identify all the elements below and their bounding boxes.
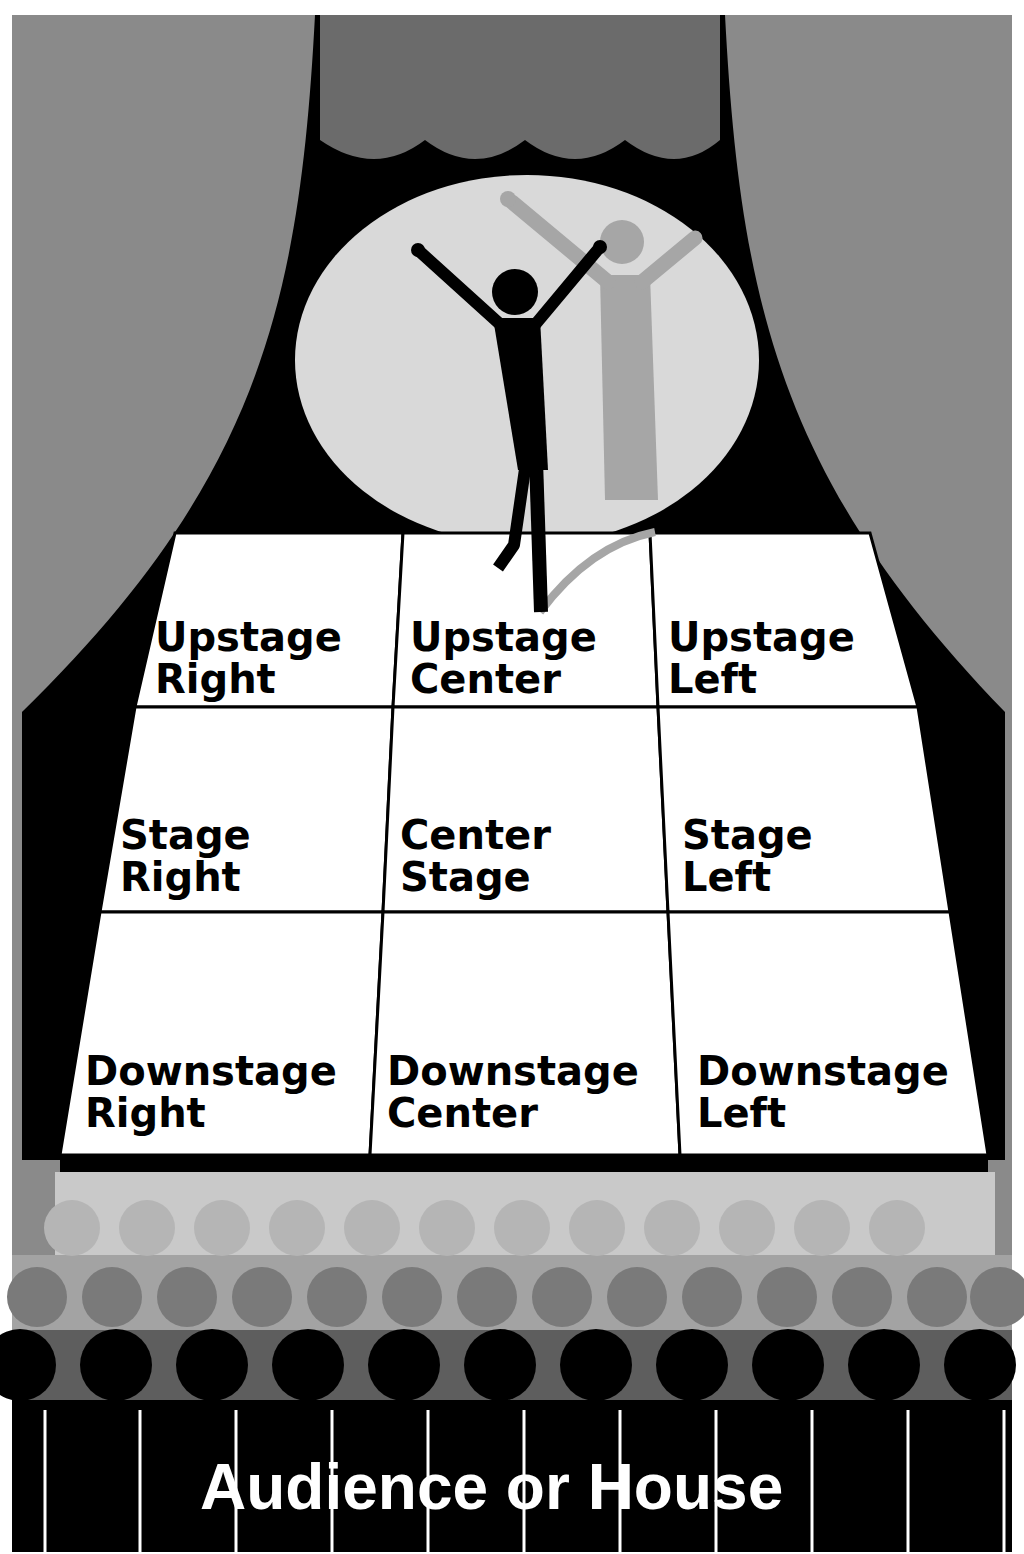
stage-area-shape	[135, 533, 403, 707]
stage-area-name: Upstage Left	[668, 616, 855, 700]
stage-area-name: Downstage Left	[697, 1050, 949, 1134]
performer-arm	[418, 250, 502, 326]
seat-divider	[811, 1410, 814, 1552]
audience-head	[607, 1267, 667, 1327]
stage-area-name: Downstage Right	[85, 1050, 337, 1134]
audience-head	[656, 1329, 728, 1401]
stage-area: Downstage Center	[370, 912, 680, 1155]
audience-head	[419, 1200, 475, 1256]
audience-head	[368, 1329, 440, 1401]
audience-front-row	[0, 1329, 1016, 1401]
stage-area: Upstage Center	[393, 533, 658, 707]
audience-head	[232, 1267, 292, 1327]
stage-area-name: Upstage Right	[155, 616, 342, 700]
stage-area: Upstage Left	[650, 533, 918, 707]
spotlight	[295, 175, 759, 545]
performer-shadow	[500, 191, 695, 612]
shadow-hand	[500, 191, 516, 207]
audience-head	[269, 1200, 325, 1256]
audience-head	[794, 1200, 850, 1256]
stage-area-shape	[393, 533, 658, 707]
audience-head	[869, 1200, 925, 1256]
valance	[320, 15, 720, 159]
audience-head	[970, 1267, 1024, 1327]
audience-label: Audience or House	[200, 1452, 783, 1522]
audience-head	[344, 1200, 400, 1256]
audience-head	[272, 1329, 344, 1401]
audience-head	[494, 1200, 550, 1256]
seat-divider	[907, 1410, 910, 1552]
audience-head	[832, 1267, 892, 1327]
audience-head	[569, 1200, 625, 1256]
performer-leg	[498, 462, 526, 568]
audience-head	[457, 1267, 517, 1327]
audience-head	[682, 1267, 742, 1327]
stage-area-name: Upstage Center	[410, 616, 597, 700]
audience-back-row	[44, 1200, 925, 1256]
audience-head	[307, 1267, 367, 1327]
seat-dividers	[45, 1410, 1004, 1552]
shadow-body	[600, 275, 658, 500]
stage-area-name: Center Stage	[400, 814, 551, 898]
seat-row-middle	[12, 1330, 1012, 1410]
audience-head	[944, 1329, 1016, 1401]
audience-head	[0, 1329, 56, 1401]
performer-leg	[536, 460, 541, 612]
performer-head	[492, 269, 538, 315]
audience-head	[719, 1200, 775, 1256]
stage-area-name: Stage Right	[120, 814, 251, 898]
audience-middle-row	[7, 1267, 1024, 1327]
shadow-head	[600, 220, 644, 264]
stage-area: Upstage Right	[135, 533, 403, 707]
stage-area-shape	[370, 912, 680, 1155]
audience-head	[194, 1200, 250, 1256]
audience-head	[907, 1267, 967, 1327]
shadow-leg	[540, 532, 655, 612]
seat-divider	[44, 1410, 47, 1552]
audience-head	[80, 1329, 152, 1401]
audience-head	[464, 1329, 536, 1401]
audience-head	[752, 1329, 824, 1401]
audience-head	[644, 1200, 700, 1256]
backstage-dark	[22, 15, 1005, 1160]
audience-head	[382, 1267, 442, 1327]
audience-head	[119, 1200, 175, 1256]
stage-area-shape	[100, 707, 393, 912]
stage-area: Downstage Right	[60, 912, 383, 1155]
performer-arm	[534, 247, 600, 326]
stage-area-shape	[650, 533, 918, 707]
stage-area-name: Downstage Center	[387, 1050, 639, 1134]
performer	[411, 240, 607, 612]
audience-head	[848, 1329, 920, 1401]
stage-area: Downstage Left	[668, 912, 988, 1155]
stage-area-shape	[60, 912, 383, 1155]
audience-head	[157, 1267, 217, 1327]
stage-area-name: Stage Left	[682, 814, 813, 898]
audience-head	[757, 1267, 817, 1327]
performer-hand	[593, 240, 607, 254]
stage-area: Stage Left	[658, 707, 950, 912]
seat-divider	[1003, 1410, 1006, 1552]
audience-head	[532, 1267, 592, 1327]
shadow-arm	[642, 238, 695, 282]
audience-head	[7, 1267, 67, 1327]
audience-head	[560, 1329, 632, 1401]
audience-head	[176, 1329, 248, 1401]
stage-area-shape	[668, 912, 988, 1155]
seat-divider	[139, 1410, 142, 1552]
seat-row-front	[12, 1400, 1012, 1552]
seat-row-back	[12, 1255, 1012, 1340]
audience-head	[82, 1267, 142, 1327]
stage-area: Stage Right	[100, 707, 393, 912]
stage-area-shape	[658, 707, 950, 912]
audience-head	[44, 1200, 100, 1256]
performer-body	[493, 318, 548, 470]
stage-area-shape	[383, 707, 668, 912]
shadow-arm	[512, 202, 608, 282]
stage-area: Center Stage	[383, 707, 668, 912]
performer-hand	[411, 243, 425, 257]
side-curtains	[12, 15, 1012, 1552]
